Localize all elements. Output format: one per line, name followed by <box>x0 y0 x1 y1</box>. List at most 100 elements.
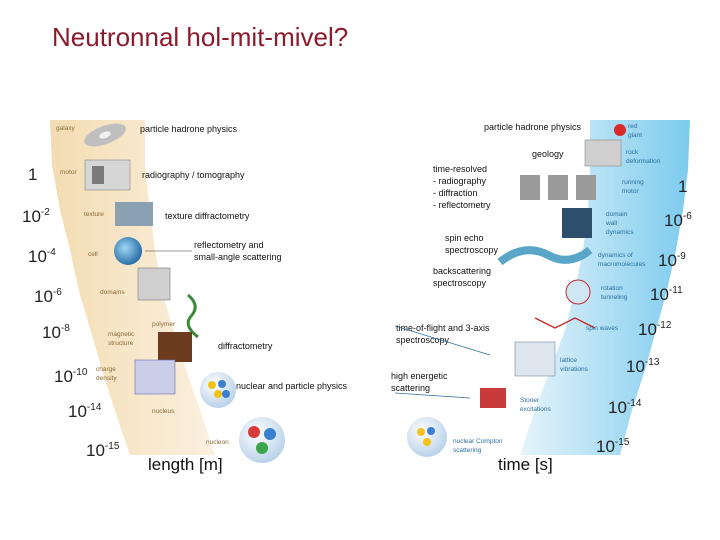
technique-label: geology <box>532 149 564 159</box>
leader-line <box>394 325 491 356</box>
band-label-rock: rock <box>626 149 639 156</box>
technique-label: - diffraction <box>433 188 477 198</box>
nucleus-ball-icon <box>214 390 222 398</box>
band-label-deformation: deformation <box>626 158 661 165</box>
nucleus-ball-icon <box>222 390 230 398</box>
right-scale-label: 10-15 <box>596 437 630 456</box>
rotation-image <box>565 279 591 305</box>
right-scale-label: 10-12 <box>638 320 672 339</box>
band-label-domains: domains <box>100 289 125 296</box>
band-label-spin-waves: spin waves <box>586 325 619 332</box>
technique-label: texture diffractometry <box>165 211 250 221</box>
technique-label: spin echo <box>445 233 484 243</box>
technique-label: particle hadrone physics <box>140 124 238 134</box>
technique-label: reflectometry and <box>194 240 264 250</box>
quark-green-icon <box>256 442 268 454</box>
time-axis-label: time [s] <box>498 455 553 474</box>
band-label-stoner: Stoner <box>520 397 540 404</box>
right-scale-label: 1 <box>678 177 687 196</box>
band-label-motor: motor <box>622 188 639 195</box>
band-label-giant: giant <box>628 132 642 139</box>
red-giant-image <box>614 124 626 136</box>
nucleon-image <box>239 417 285 463</box>
nucleus-ball-icon <box>417 428 425 436</box>
band-label-polymer: polymer <box>152 321 176 328</box>
left-scale-label: 10-6 <box>34 287 62 306</box>
technique-label: spectroscopy <box>445 245 499 255</box>
magnetic-structure-image <box>158 332 192 362</box>
band-label-tunneling: tunneling <box>601 294 628 301</box>
domains-image <box>137 267 171 301</box>
motor-image <box>84 159 131 191</box>
technique-label: spectroscopy <box>396 335 450 345</box>
band-label-cell: cell <box>88 251 98 258</box>
technique-label: scattering <box>391 383 430 393</box>
left-scale-label: 10-4 <box>28 247 56 266</box>
nucleus-ball-icon <box>218 380 226 388</box>
band-label-scattering: scattering <box>453 447 482 454</box>
technique-label: - radiography <box>433 176 487 186</box>
band-label-rotation: rotation <box>601 285 623 292</box>
band-label-texture: texture <box>84 211 104 218</box>
right-scale-label: 10-11 <box>650 285 683 304</box>
galaxy-core-image <box>99 131 111 139</box>
left-scale-label: 1 <box>28 165 37 184</box>
technique-label: time-resolved <box>433 164 487 174</box>
length-axis-label: length [m] <box>148 455 223 474</box>
left-scale-label: 10-2 <box>22 207 50 226</box>
technique-label: time-of-flight and 3-axis <box>396 323 490 333</box>
right-scale-band <box>520 120 690 455</box>
technique-label: radiography / tomography <box>142 170 245 180</box>
band-label-dynamics-of: dynamics of <box>598 252 633 259</box>
rock-image <box>584 139 622 167</box>
band-label-wall: wall <box>605 220 618 227</box>
technique-label: small-angle scattering <box>194 252 282 262</box>
nucleus-ball-icon <box>423 438 431 446</box>
radiography-frame-image <box>576 175 596 200</box>
cell-image <box>114 237 142 265</box>
right-scale-label: 10-13 <box>626 357 660 376</box>
nucleus-ball-icon <box>208 381 216 389</box>
technique-label: diffractometry <box>218 341 273 351</box>
left-scale-label: 10-10 <box>54 367 88 386</box>
quark-blue-icon <box>264 428 276 440</box>
leader-line <box>394 392 471 399</box>
band-label-density: density <box>96 375 117 382</box>
band-label-vibrations: vibrations <box>560 366 589 373</box>
stoner-image <box>480 388 506 408</box>
left-scale-label: 10-14 <box>68 402 102 421</box>
motor-detail-image <box>92 166 104 184</box>
band-label-red: red <box>628 123 638 130</box>
technique-label: backscattering <box>433 266 491 276</box>
left-scale-label: 10-8 <box>42 323 70 342</box>
band-label-nuclear-compton: nuclear Compton <box>453 438 503 445</box>
band-label-macromolecules: macromolecules <box>598 261 646 268</box>
technique-label: particle hadrone physics <box>484 122 582 132</box>
band-label-lattice: lattice <box>560 357 577 364</box>
quark-red-icon <box>248 426 260 438</box>
macromolecule-image <box>497 246 593 266</box>
band-label-dynamics: dynamics <box>606 229 634 236</box>
band-label-motor: motor <box>60 169 77 176</box>
band-label-nucleon: nucleon <box>206 439 229 446</box>
radiography-frame-image <box>520 175 540 200</box>
band-label-nucleus: nucleus <box>152 408 175 415</box>
polymer-image <box>186 293 199 339</box>
spin-wave-image <box>534 317 596 329</box>
band-label-galaxy: galaxy <box>56 125 76 132</box>
lattice-image <box>514 341 556 377</box>
band-label-structure: structure <box>108 340 134 347</box>
right-scale-label: 10-14 <box>608 398 642 417</box>
band-label-charge: charge <box>96 366 116 373</box>
band-label-excitations: excitations <box>520 406 551 413</box>
left-scale-label: 10-15 <box>86 441 120 460</box>
right-scale-label: 10-6 <box>664 211 692 230</box>
domain-wall-image <box>562 208 592 238</box>
texture-image <box>115 202 153 226</box>
radiography-frame-image <box>548 175 568 200</box>
slide-title: Neutronnal hol-mit-mivel? <box>52 22 349 52</box>
right-scale-label: 10-9 <box>658 251 686 270</box>
technique-label: high energetic <box>391 371 448 381</box>
compton-image <box>407 417 447 457</box>
band-label-running: running <box>622 179 644 186</box>
